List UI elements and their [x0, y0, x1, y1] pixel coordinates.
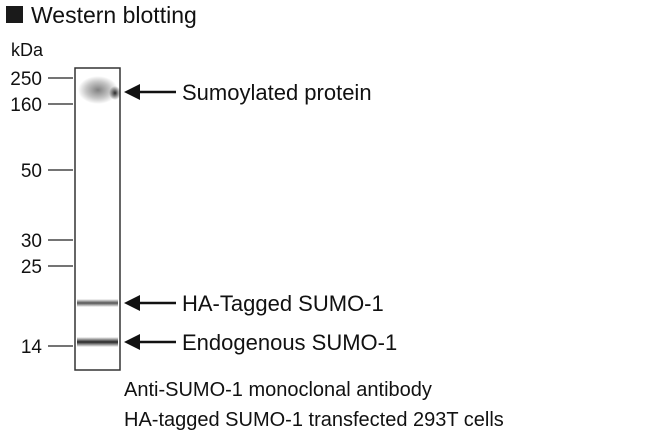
caption-cells: HA-tagged SUMO-1 transfected 293T cells [124, 409, 504, 431]
marker-label-14: 14 [20, 337, 42, 358]
marker-label-30: 30 [20, 231, 42, 252]
arrow-ha-tagged [124, 295, 176, 311]
arrow-endogenous [124, 334, 176, 350]
arrow-sumoylated [124, 84, 176, 100]
marker-label-160: 160 [10, 95, 42, 116]
label-endogenous-sumo1: Endogenous SUMO-1 [182, 330, 398, 355]
marker-label-25: 25 [20, 257, 42, 278]
ha-tagged-band [77, 299, 118, 307]
endogenous-band [77, 337, 118, 347]
marker-label-250: 250 [10, 69, 42, 90]
marker-label-50: 50 [20, 161, 42, 182]
unit-label: kDa [11, 40, 44, 60]
title-marker-square [6, 6, 23, 23]
gel-lane [74, 67, 121, 371]
sumoylated-spot [109, 86, 121, 100]
sumoylated-smear [78, 76, 118, 104]
caption-antibody: Anti-SUMO-1 monoclonal antibody [124, 379, 432, 401]
figure-title: Western blotting [31, 2, 197, 28]
label-sumoylated-protein: Sumoylated protein [182, 80, 372, 105]
label-ha-tagged-sumo1: HA-Tagged SUMO-1 [182, 291, 384, 316]
